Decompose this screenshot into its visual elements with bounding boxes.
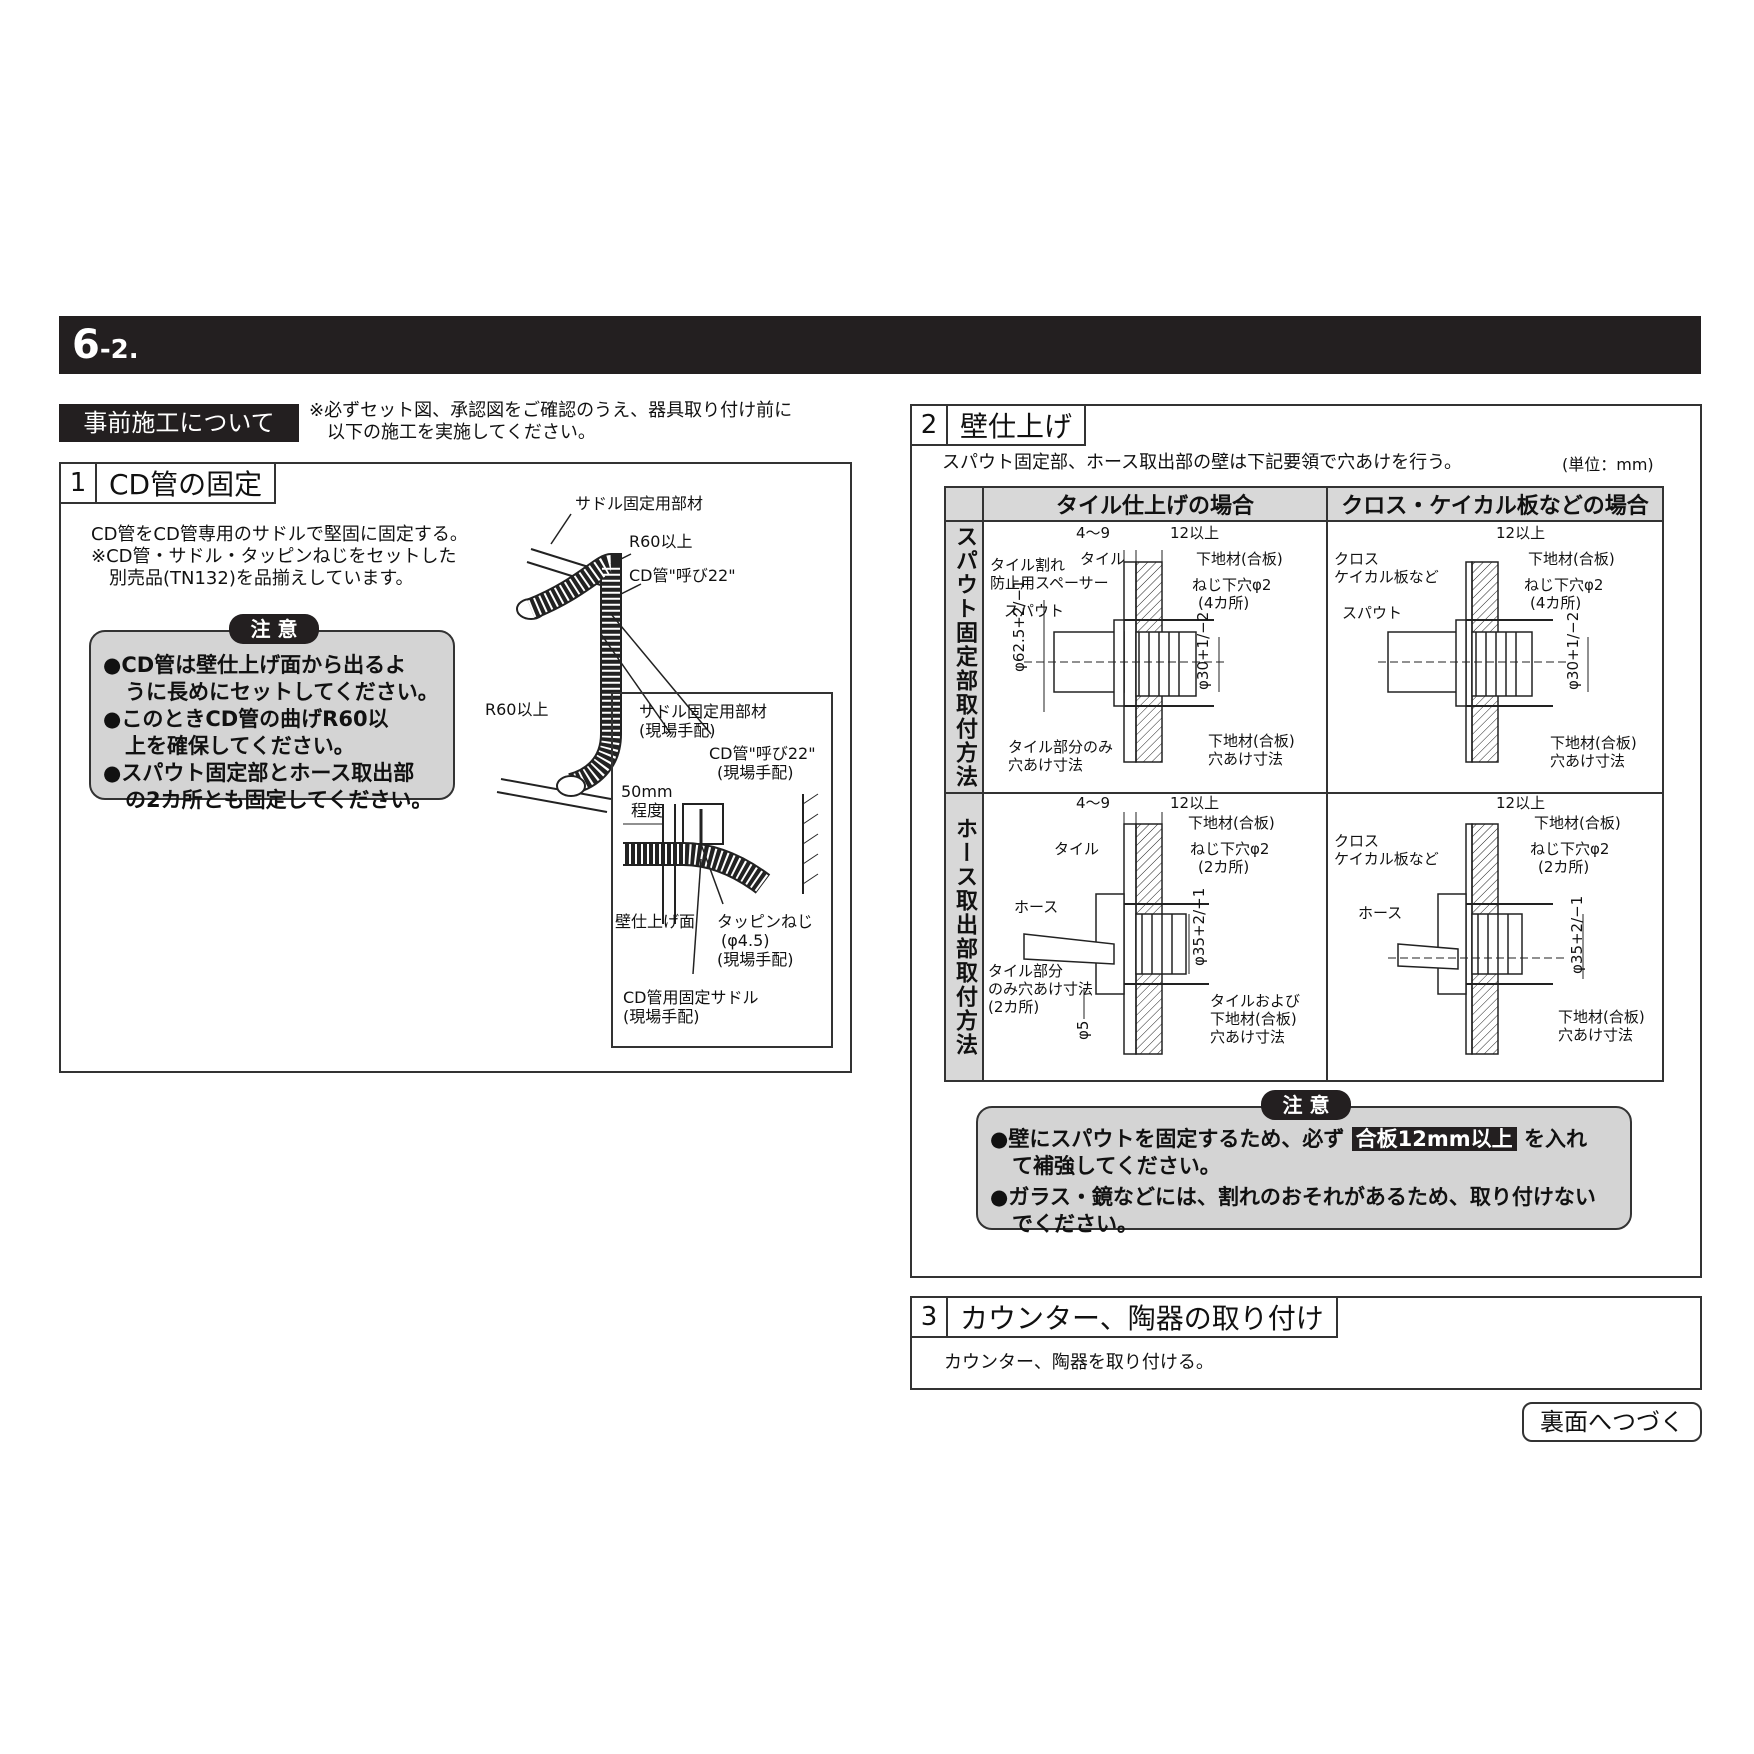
caution-badge: 注 意 [1261,1090,1351,1120]
section2-number: 2 [912,406,948,444]
label-spout: スパウト [1342,604,1403,622]
label-cd-pipe: CD管"呼び22" [629,566,736,585]
page-title: 6-2. [72,322,139,368]
label-tile: タイル [1080,550,1126,568]
section1-number: 1 [61,464,97,502]
section2-intro: スパウト固定部、ホース取出部の壁は下記要領で穴あけを行う。 [942,452,1463,473]
label-dim-4-9: 4〜9 [1076,794,1111,812]
label-base-hole: 下地材(合板) 穴あけ寸法 [1550,734,1637,770]
inset-label-cd: CD管"呼び22" (現場手配) [709,744,816,782]
caution-list: ●CD管は壁仕上げ面から出るよ うに長めにセットしてください。 ●このときCD管… [103,653,439,812]
drilling-table: タイル仕上げの場合 クロス・ケイカル板などの場合 スパウト固定部取付方法 ホース… [944,486,1664,1082]
section1-box: 1 CD管の固定 CD管をCD管専用のサドルで堅固に固定する。 ※CD管・サドル… [59,462,852,1073]
label-r60-left: R60以上 [485,700,549,719]
label-base-hole: 下地材(合板) 穴あけ寸法 [1558,1008,1645,1044]
label-r60-top: R60以上 [629,532,693,551]
label-tile-hole: タイル部分のみ 穴あけ寸法 [1008,738,1114,774]
inset-label-wall: 壁仕上げ面 [615,912,696,931]
section3-tab: 3 カウンター、陶器の取り付け [912,1298,1338,1338]
cell-hose-cloth: 12以上 クロス ケイカル板など 下地材(合板) ねじ下穴φ2 (2カ所) ホー… [1328,794,1662,1080]
col-header-cloth: クロス・ケイカル板などの場合 [1326,488,1662,522]
highlight-plywood: 合板12mm以上 [1351,1127,1517,1151]
header-bar [59,316,1701,374]
caution-list: ●壁にスパウトを固定するため、必ず 合板12mm以上 を入れ て補強してください… [990,1127,1596,1236]
section2-box: 2 壁仕上げ スパウト固定部、ホース取出部の壁は下記要領で穴あけを行う。 (単位… [910,404,1702,1278]
label-phi35: φ35+2/−1 [1568,895,1586,974]
section3-text: カウンター、陶器を取り付ける。 [944,1352,1214,1373]
cell-spout-cloth: 12以上 クロス ケイカル板など 下地材(合板) ねじ下穴φ2 (4カ所) スパ… [1328,522,1662,792]
table-corner [946,488,982,522]
label-screw: ねじ下穴φ2 (2カ所) [1530,840,1610,876]
section2-caution-box: 注 意 ●壁にスパウトを固定するため、必ず 合板12mm以上 を入れ て補強して… [976,1090,1632,1236]
section3-box: 3 カウンター、陶器の取り付け カウンター、陶器を取り付ける。 [910,1296,1702,1390]
col-header-tile: タイル仕上げの場合 [982,488,1326,522]
inset-diagram [623,793,819,975]
inset-detail-box: サドル固定用部材 (現場手配) CD管"呼び22" (現場手配) 50mm 程度… [611,692,833,1048]
col-divider-1 [982,522,984,1080]
label-dim-4-9: 4〜9 [1076,524,1111,542]
row-header-hose: ホース取出部取付方法 [946,794,982,1080]
row-header-spout: スパウト固定部取付方法 [946,522,982,794]
col-divider-2 [1326,522,1328,1080]
label-screw: ねじ下穴φ2 (4カ所) [1524,576,1604,612]
label-phi35: φ35+2/−1 [1190,887,1208,966]
label-screw: ねじ下穴φ2 (4カ所) [1192,576,1272,612]
cd-pipe-diagram [496,513,712,813]
section2-title: 壁仕上げ [960,410,1073,443]
label-base-hole: 下地材(合板) 穴あけ寸法 [1208,732,1295,768]
section1-caution-box: 注 意 ●CD管は壁仕上げ面から出るよ うに長めにセットしてください。 ●このと… [89,614,455,812]
label-screw: ねじ下穴φ2 (2カ所) [1190,840,1270,876]
cell-spout-tile: 4〜9 12以上 タイル 下地材(合板) タイル割れ 防止用スペーサー ねじ下穴… [984,522,1326,792]
label-dim-12: 12以上 [1170,524,1220,542]
label-dim-12: 12以上 [1170,794,1220,812]
label-spacer: タイル割れ 防止用スペーサー [990,556,1109,592]
section1-title: CD管の固定 [109,468,263,501]
diagram-spout-cloth [1378,561,1589,763]
label-dim-12: 12以上 [1496,524,1546,542]
section1-text: CD管をCD管専用のサドルで堅固に固定する。 ※CD管・サドル・タッピンねじをセ… [91,524,468,589]
label-phi5: φ5 [1074,1020,1092,1040]
label-phi625: φ62.5+2/−1 [1010,579,1028,672]
label-tile: タイル [1054,840,1100,858]
label-base: 下地材(合板) [1188,814,1275,832]
pre-construction-label: 事前施工について [59,404,299,442]
label-hose: ホース [1358,904,1403,922]
label-hose: ホース [1014,898,1059,916]
label-spout: スパウト [1004,602,1065,620]
pre-construction-note: ※必ずセット図、承認図をご確認のうえ、器具取り付け前に 以下の施工を実施してくだ… [309,400,793,443]
section3-number: 3 [912,1298,948,1336]
label-saddle-member: サドル固定用部材 [575,494,704,513]
section1-tab: 1 CD管の固定 [61,464,277,504]
section3-title: カウンター、陶器の取り付け [960,1302,1324,1335]
caution-badge: 注 意 [229,614,319,644]
inset-label-cd-saddle: CD管用固定サドル (現場手配) [623,988,759,1026]
continue-label: 裏面へつづく [1522,1402,1702,1442]
label-cloth: クロス ケイカル板など [1334,832,1439,868]
section2-tab: 2 壁仕上げ [912,406,1087,446]
label-cloth: クロス ケイカル板など [1334,550,1439,586]
label-base: 下地材(合板) [1196,550,1283,568]
label-dim-12: 12以上 [1496,794,1546,812]
label-phi30: φ30+1/−2 [1564,611,1582,690]
inset-label-screw: タッピンねじ (φ4.5) (現場手配) [717,912,814,969]
label-tile-hole: タイル部分 のみ穴あけ寸法 (2カ所) [988,962,1094,1016]
label-both-hole: タイルおよび 下地材(合板) 穴あけ寸法 [1210,992,1301,1046]
label-base: 下地材(合板) [1534,814,1621,832]
label-base: 下地材(合板) [1528,550,1615,568]
inset-label-50mm: 50mm 程度 [621,782,673,820]
cell-hose-tile: 4〜9 12以上 タイル 下地材(合板) ねじ下穴φ2 (2カ所) ホース φ3… [984,794,1326,1080]
diagram-spout-tile [1024,550,1224,763]
diagram-hose-cloth [1388,823,1584,1055]
section2-unit: (単位：mm) [1562,455,1654,474]
inset-label-saddle: サドル固定用部材 (現場手配) [639,702,768,740]
label-phi30: φ30+1/−2 [1194,611,1212,690]
diagram-hose-tile [1023,812,1209,1055]
row-divider [982,792,1662,794]
